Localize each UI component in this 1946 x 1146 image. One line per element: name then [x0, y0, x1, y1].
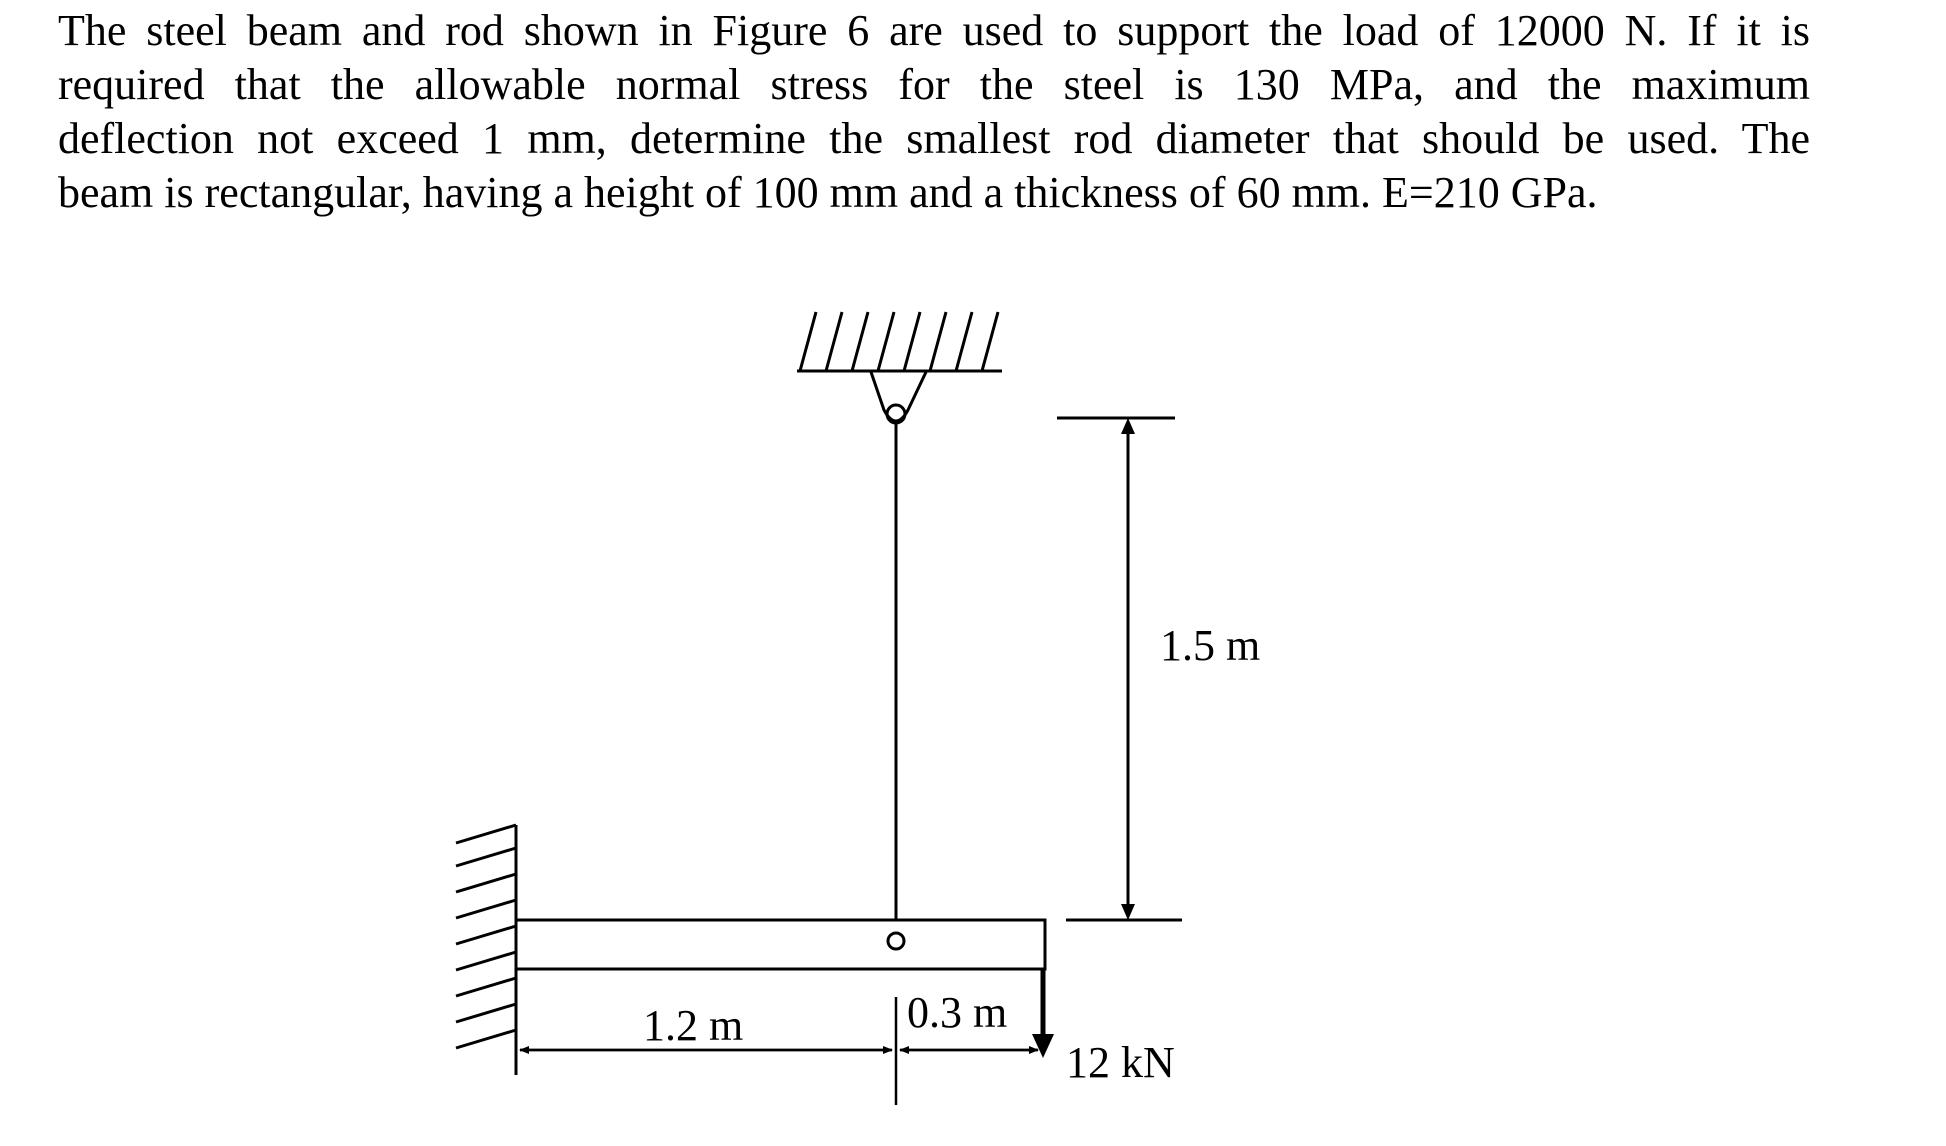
ceiling-support-icon — [797, 311, 1002, 373]
problem-line-3: deflection not exceed 1 mm, determine th… — [58, 114, 1810, 163]
dimension-arrow-up-icon — [1121, 418, 1135, 434]
beam — [514, 918, 1047, 971]
load-arrow-icon — [1032, 1034, 1054, 1058]
load-label: 12 kN — [1066, 1038, 1175, 1087]
beam-right-span-label: 0.3 m — [907, 988, 1007, 1037]
problem-line-4: beam is rectangular, having a height of … — [58, 168, 1598, 217]
rod-length-dimension — [1057, 416, 1182, 922]
problem-line-1: The steel beam and rod shown in Figure 6… — [58, 6, 1810, 55]
problem-statement: The steel beam and rod shown in Figure 6… — [58, 4, 1810, 220]
beam-left-span-label: 1.2 m — [643, 1001, 743, 1050]
beam-dimension-lines — [519, 997, 1039, 1105]
problem-line-2: required that the allowable normal stres… — [58, 60, 1810, 109]
dimension-arrow-down-icon — [1121, 904, 1135, 920]
top-pin-clevis-icon — [869, 371, 928, 425]
wall-fixed-support-icon — [455, 823, 518, 1075]
rod-length-label: 1.5 m — [1160, 621, 1260, 670]
beam-pin-icon — [886, 931, 906, 951]
